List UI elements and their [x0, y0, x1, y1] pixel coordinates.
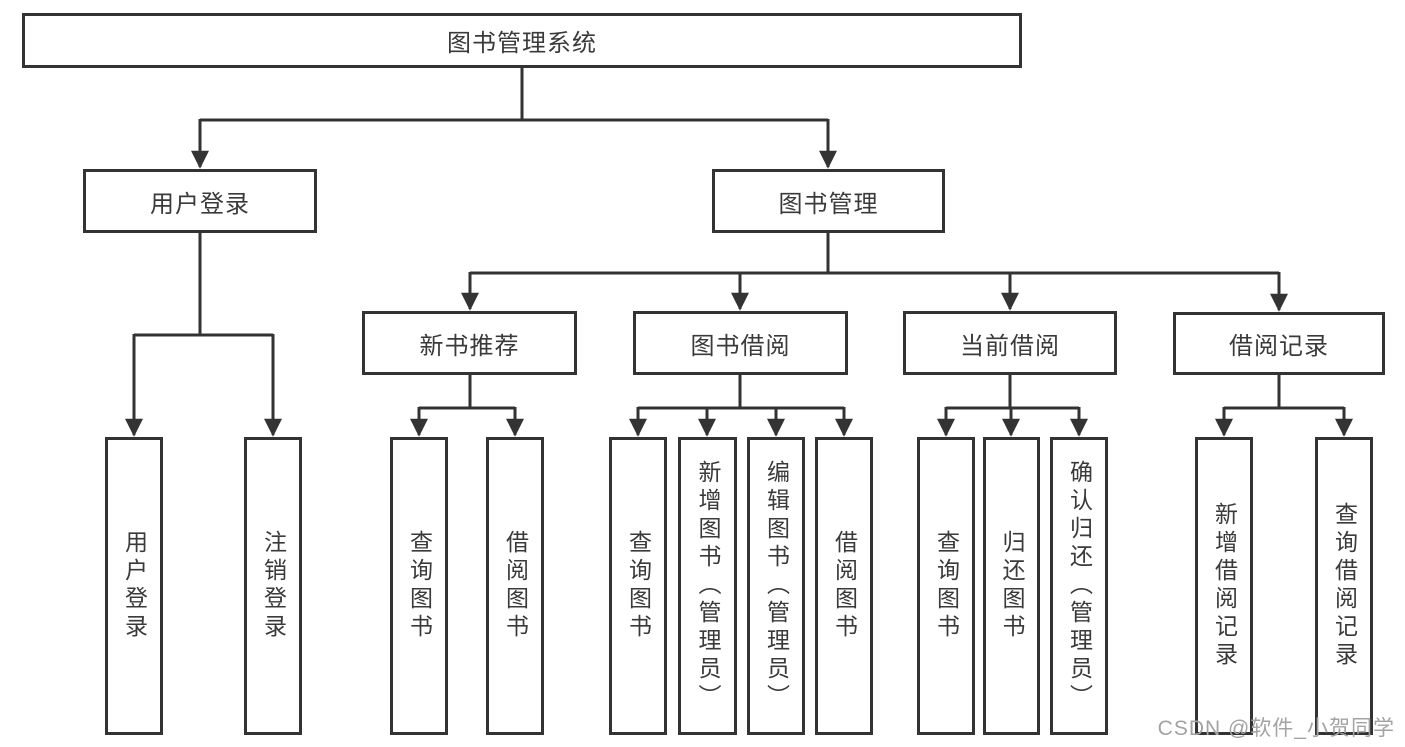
connector-new-book-branch [419, 375, 515, 410]
connector-book-borrow-branch [638, 375, 844, 410]
leaf-bb-add-book-admin: 新增图书（管理员） [678, 437, 737, 735]
connector-current-borrow-branch [946, 375, 1079, 410]
leaf-cb-query-book: 查询图书 [917, 437, 975, 735]
csdn-watermark: CSDN @软件_小贺同学 [1157, 717, 1395, 740]
connector-records-branch [1224, 375, 1344, 410]
node-user-login: 用户登录 [83, 169, 317, 233]
node-root-system: 图书管理系统 [22, 13, 1022, 68]
connector-root-branch [200, 67, 828, 122]
connector-book-mgmt-branch [470, 233, 1279, 275]
leaf-cb-confirm-return-admin: 确认归还（管理员） [1050, 437, 1108, 735]
leaf-cb-return-book: 归还图书 [983, 437, 1040, 735]
node-book-borrow: 图书借阅 [633, 311, 848, 375]
leaf-rec-query-record: 查询借阅记录 [1315, 437, 1373, 735]
node-current-borrow: 当前借阅 [903, 311, 1117, 375]
leaf-bb-borrow-book: 借阅图书 [815, 437, 873, 735]
node-borrow-records: 借阅记录 [1173, 312, 1385, 375]
leaf-bb-edit-book-admin: 编辑图书（管理员） [747, 437, 805, 735]
leaf-logout: 注销登录 [244, 437, 302, 735]
node-new-book-recommend: 新书推荐 [362, 311, 577, 375]
leaf-bb-query-book: 查询图书 [609, 437, 667, 735]
leaf-user-login: 用户登录 [105, 437, 163, 735]
connector-user-login-branch [134, 233, 273, 337]
leaf-nb-borrow-book: 借阅图书 [486, 437, 544, 735]
leaf-rec-add-record: 新增借阅记录 [1195, 437, 1253, 735]
node-book-management: 图书管理 [712, 169, 945, 233]
leaf-nb-query-book: 查询图书 [390, 437, 448, 735]
